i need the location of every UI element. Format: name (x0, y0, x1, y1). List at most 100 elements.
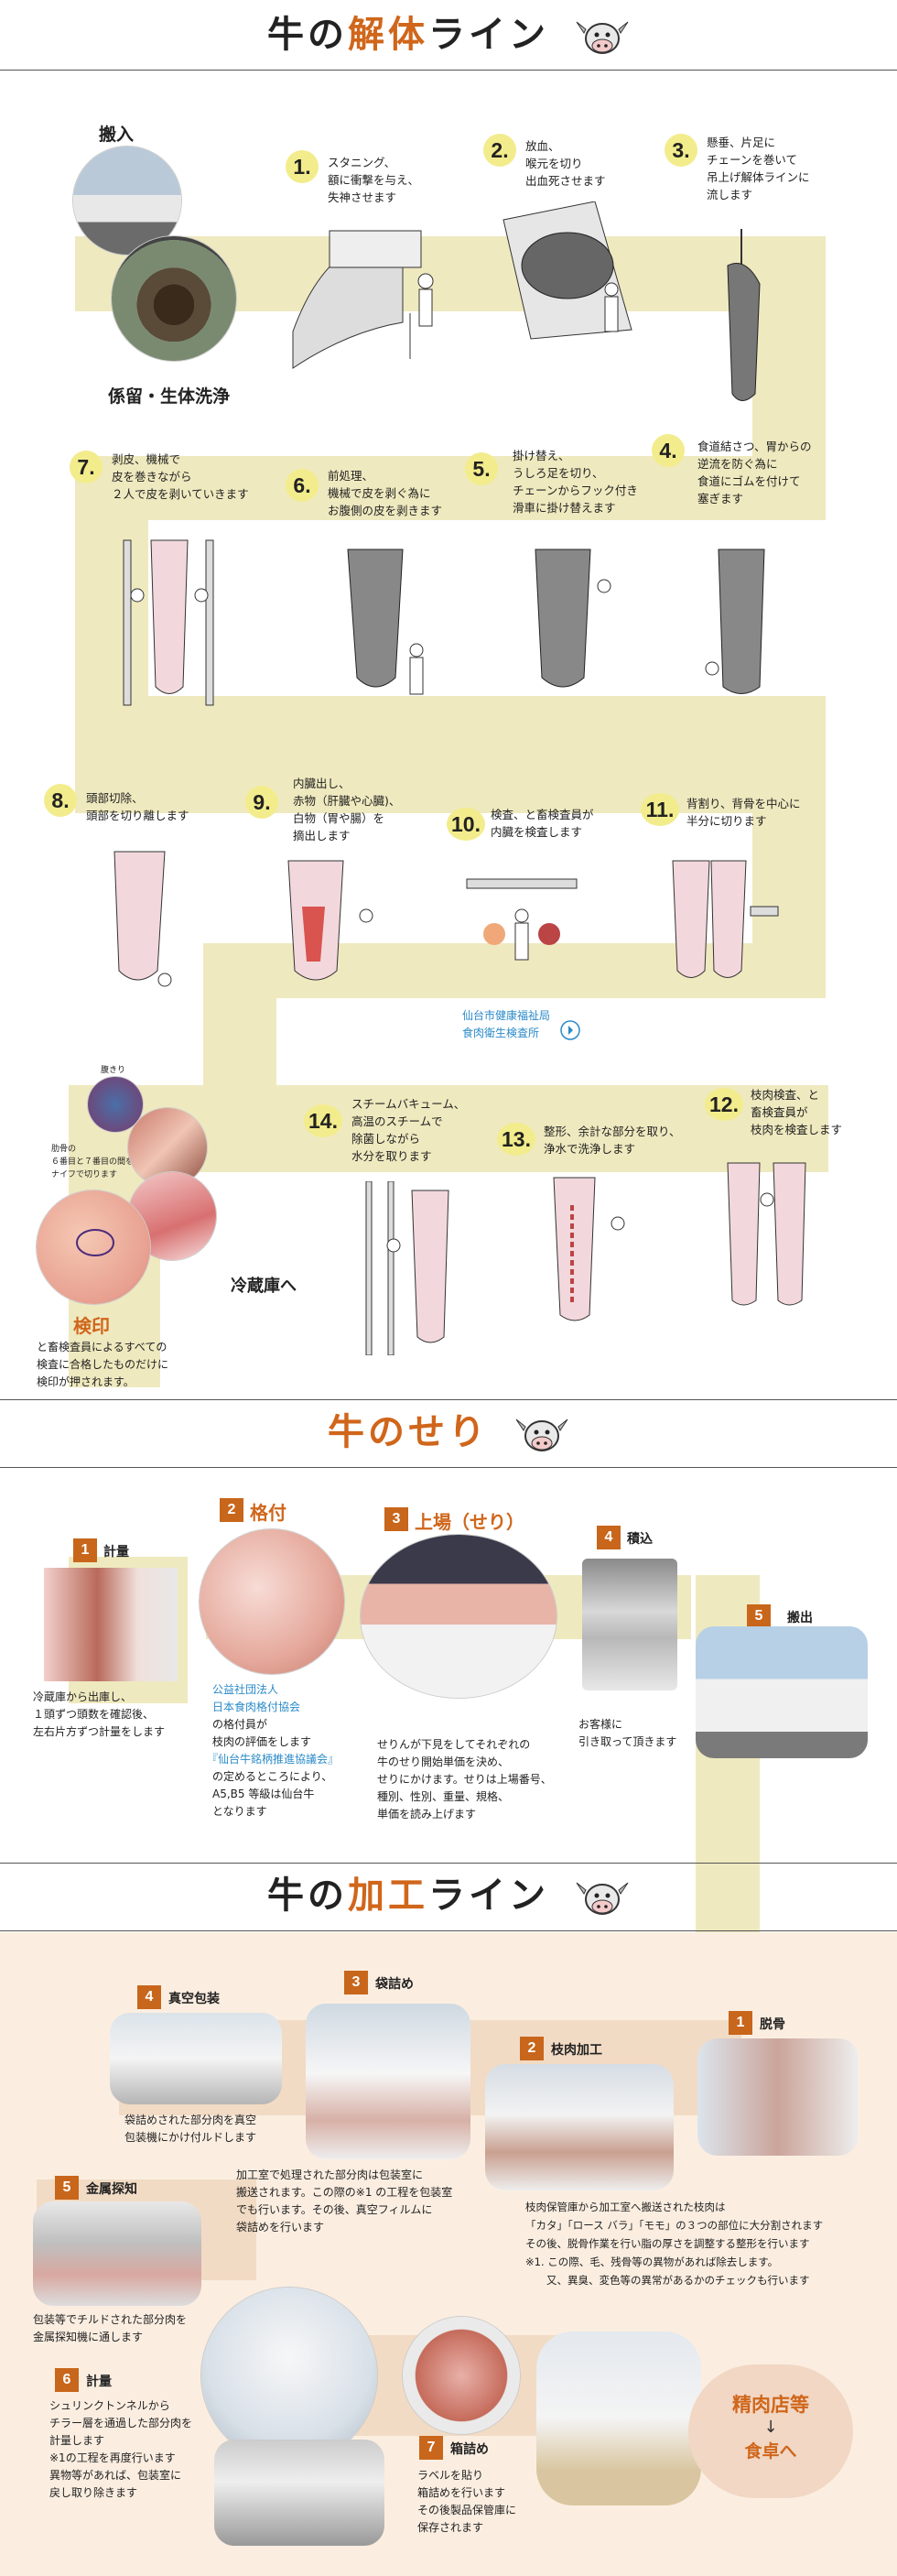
step-11-number: 11. (641, 793, 679, 826)
skinning-illustration (123, 539, 214, 706)
step-2-number: 2. (483, 134, 516, 167)
step-3-number: 3. (665, 134, 697, 167)
processing-step-3-number: 3 (344, 1971, 368, 1994)
processing-step-1-number: 1 (729, 2011, 752, 2035)
shipping-truck-photo (696, 1626, 868, 1758)
loading-photo (582, 1559, 677, 1690)
step-10-number: 10. (447, 808, 485, 841)
weighing-photo (44, 1568, 178, 1681)
auction-step-3-number: 3 (384, 1507, 408, 1531)
metal-detector-photo (33, 2201, 201, 2306)
processing-step-5-number: 5 (55, 2176, 79, 2200)
title-text: 牛の (267, 14, 349, 56)
processing-step-5-label: 金属探知 (86, 2182, 137, 2197)
destination-shops: 精肉店等 (732, 2394, 809, 2416)
processing-step-7-number: 7 (419, 2436, 443, 2460)
rehooking-illustration (535, 549, 611, 688)
processing-step-4-text: 袋詰めされた部分肉を真空 包装機にかけ付ルドします (124, 2114, 257, 2144)
holding-label: 係留・生体洗浄 (108, 386, 231, 407)
title-accent: 加工 (348, 1875, 429, 1917)
auction-step-2-number: 2 (220, 1498, 243, 1522)
stamp-text: と畜検査員によるすべての 検査に合格したものだけに 検印が押されます。 (37, 1341, 169, 1388)
rib-label: 腹きり (101, 1066, 126, 1075)
title-text: ライン (428, 1875, 550, 1917)
processing-step-4-number: 4 (137, 1985, 161, 2009)
step-3-text: 懸垂、片足に チェーンを巻いて 吊上げ解体ラインに 流します (707, 136, 810, 201)
evisceration-illustration (287, 860, 373, 981)
step-4-number: 4. (652, 434, 685, 467)
pretreatment-illustration (347, 549, 424, 695)
processing-step-1-label: 脱骨 (760, 2017, 785, 2032)
title-text: ライン (428, 14, 550, 56)
step-1-text: スタニング、 額に衝撃を与え、 失神させます (328, 156, 420, 204)
processing-step-6-text: シュリンクトンネルから チラー層を通過した部分肉を 計量します ※1の工程を再度… (49, 2399, 193, 2499)
head-removal-illustration (113, 851, 172, 987)
grading-brand: 『仙台牛銘柄推進協議会』 (207, 1753, 340, 1766)
grading-photo (200, 1529, 344, 1674)
step-9-number: 9. (245, 786, 278, 819)
step-9-text: 内臓出し、 赤物（肝臓や心臓)、 白物（胃や腸）を 摘出します (293, 777, 401, 842)
splitting-illustration (672, 860, 779, 978)
title-accent: せり (408, 1411, 490, 1453)
step-8-text: 頭部切除、 頭部を切り離します (86, 791, 189, 822)
arrow-circle-icon[interactable] (560, 1020, 580, 1040)
destination-bubble: 精肉店等 ↓ 食卓へ (688, 2364, 853, 2498)
carcass-processing-photo (485, 2064, 674, 2190)
step-14-number: 14. (304, 1104, 342, 1137)
cow-face-icon (515, 1418, 568, 1451)
step-13-number: 13. (497, 1123, 535, 1156)
processing-step-3-label: 袋詰め (375, 1977, 414, 1992)
stamp-title: 検印 (73, 1315, 110, 1337)
inspection-illustration (466, 878, 578, 961)
step-2-text: 放血、 喉元を切り 出血死させます (525, 139, 606, 188)
title-accent: 牛の (328, 1411, 409, 1453)
processing-step-7-label: 箱詰め (450, 2442, 489, 2457)
shrink-tunnel-photo (214, 2440, 384, 2546)
auction-step-1-text: 冷蔵庫から出庫し、 １頭ずつ頭数を確認後、 左右片方ずつ計量をします (33, 1690, 166, 1738)
step-12-number: 12. (705, 1088, 743, 1121)
stamp-mark-icon (76, 1229, 114, 1256)
processing-step-6-number: 6 (55, 2368, 79, 2392)
auction-step-2-label: 格付 (250, 1502, 286, 1524)
steam-vacuum-illustration (365, 1181, 449, 1355)
auction-step-4-text: お客様に 引き取って頂きます (578, 1718, 677, 1748)
bagging-photo (306, 2004, 470, 2159)
step-6-number: 6. (286, 469, 319, 502)
processing-step-5-text: 包装等でチルドされた部分肉を 金属探知機に通します (33, 2313, 188, 2343)
vacuum-packing-photo (110, 2013, 282, 2104)
auction-step-4-label: 積込 (627, 1532, 653, 1547)
esophagus-illustration (705, 549, 765, 694)
arrival-label: 搬入 (99, 125, 135, 145)
inspection-office-link[interactable]: 仙台市健康福祉局 食肉衛生検査所 (462, 1009, 551, 1039)
grading-text-a: の格付員が 枝肉の評価をします (212, 1718, 312, 1748)
step-7-text: 剥皮、機械で 皮を巻きながら ２人で皮を剥いていきます (112, 452, 249, 501)
destination-table: 食卓へ (744, 2441, 797, 2462)
cow-face-icon (576, 1882, 629, 1915)
section2-title: 牛のせり (0, 1405, 897, 1460)
processing-step-3-text: 加工室で処理された部分肉は包装室に 搬送されます。この際の※1 の工程を包装室 … (236, 2168, 453, 2234)
step-4-text: 食道結さつ、胃からの 逆流を防ぐ為に 食道にゴムを付けて 塞ぎます (697, 440, 812, 505)
processing-step-2-label: 枝肉加工 (551, 2043, 602, 2058)
rib-note: 肋骨の ６番目と７番目の間を ナイフで切ります (51, 1145, 135, 1179)
down-arrow-icon: ↓ (763, 2418, 778, 2437)
step-6-text: 前処理、 機械で皮を剥ぐ為に お腹側の皮を剥きます (328, 469, 443, 517)
grading-org: 公益社団法人 日本食肉格付協会 (212, 1683, 301, 1713)
inspection-stamp-photo (37, 1190, 150, 1304)
step-8-number: 8. (44, 784, 77, 817)
step-14-text: スチームバキューム、 高温のスチームで 除菌しながら 水分を取ります (351, 1097, 466, 1163)
grading-text-b: の定めるところにより、 A5,B5 等級は仙台牛 となります (212, 1770, 333, 1818)
bleeding-illustration (503, 201, 632, 340)
auction-floor-photo (361, 1535, 557, 1698)
processing-step-7-text: ラベルを貼り 箱詰めを行います その後製品保管庫に 保存されます (417, 2469, 517, 2534)
rib-cut-photo (88, 1077, 143, 1132)
step-1-number: 1. (286, 150, 319, 183)
weighing-staff-photo (201, 2288, 377, 2463)
step-5-text: 掛け替え、 うしろ足を切り、 チェーンからフック付き 滑車に掛け替えます (513, 449, 638, 515)
processing-step-2-text: 枝肉保管庫から加工室へ搬送された枝肉は 「カタ」「ロース バラ」「モモ」の３つの… (525, 2201, 824, 2287)
processing-step-4-label: 真空包装 (168, 1992, 220, 2006)
boxing-photo (536, 2331, 701, 2505)
to-fridge-label: 冷蔵庫へ (231, 1277, 297, 1296)
step-11-text: 背割り、背骨を中心に 半分に切ります (686, 797, 801, 828)
trimming-illustration (553, 1177, 625, 1321)
step-12-text: 枝肉検査、と 畜検査員が 枝肉を検査します (751, 1088, 843, 1136)
